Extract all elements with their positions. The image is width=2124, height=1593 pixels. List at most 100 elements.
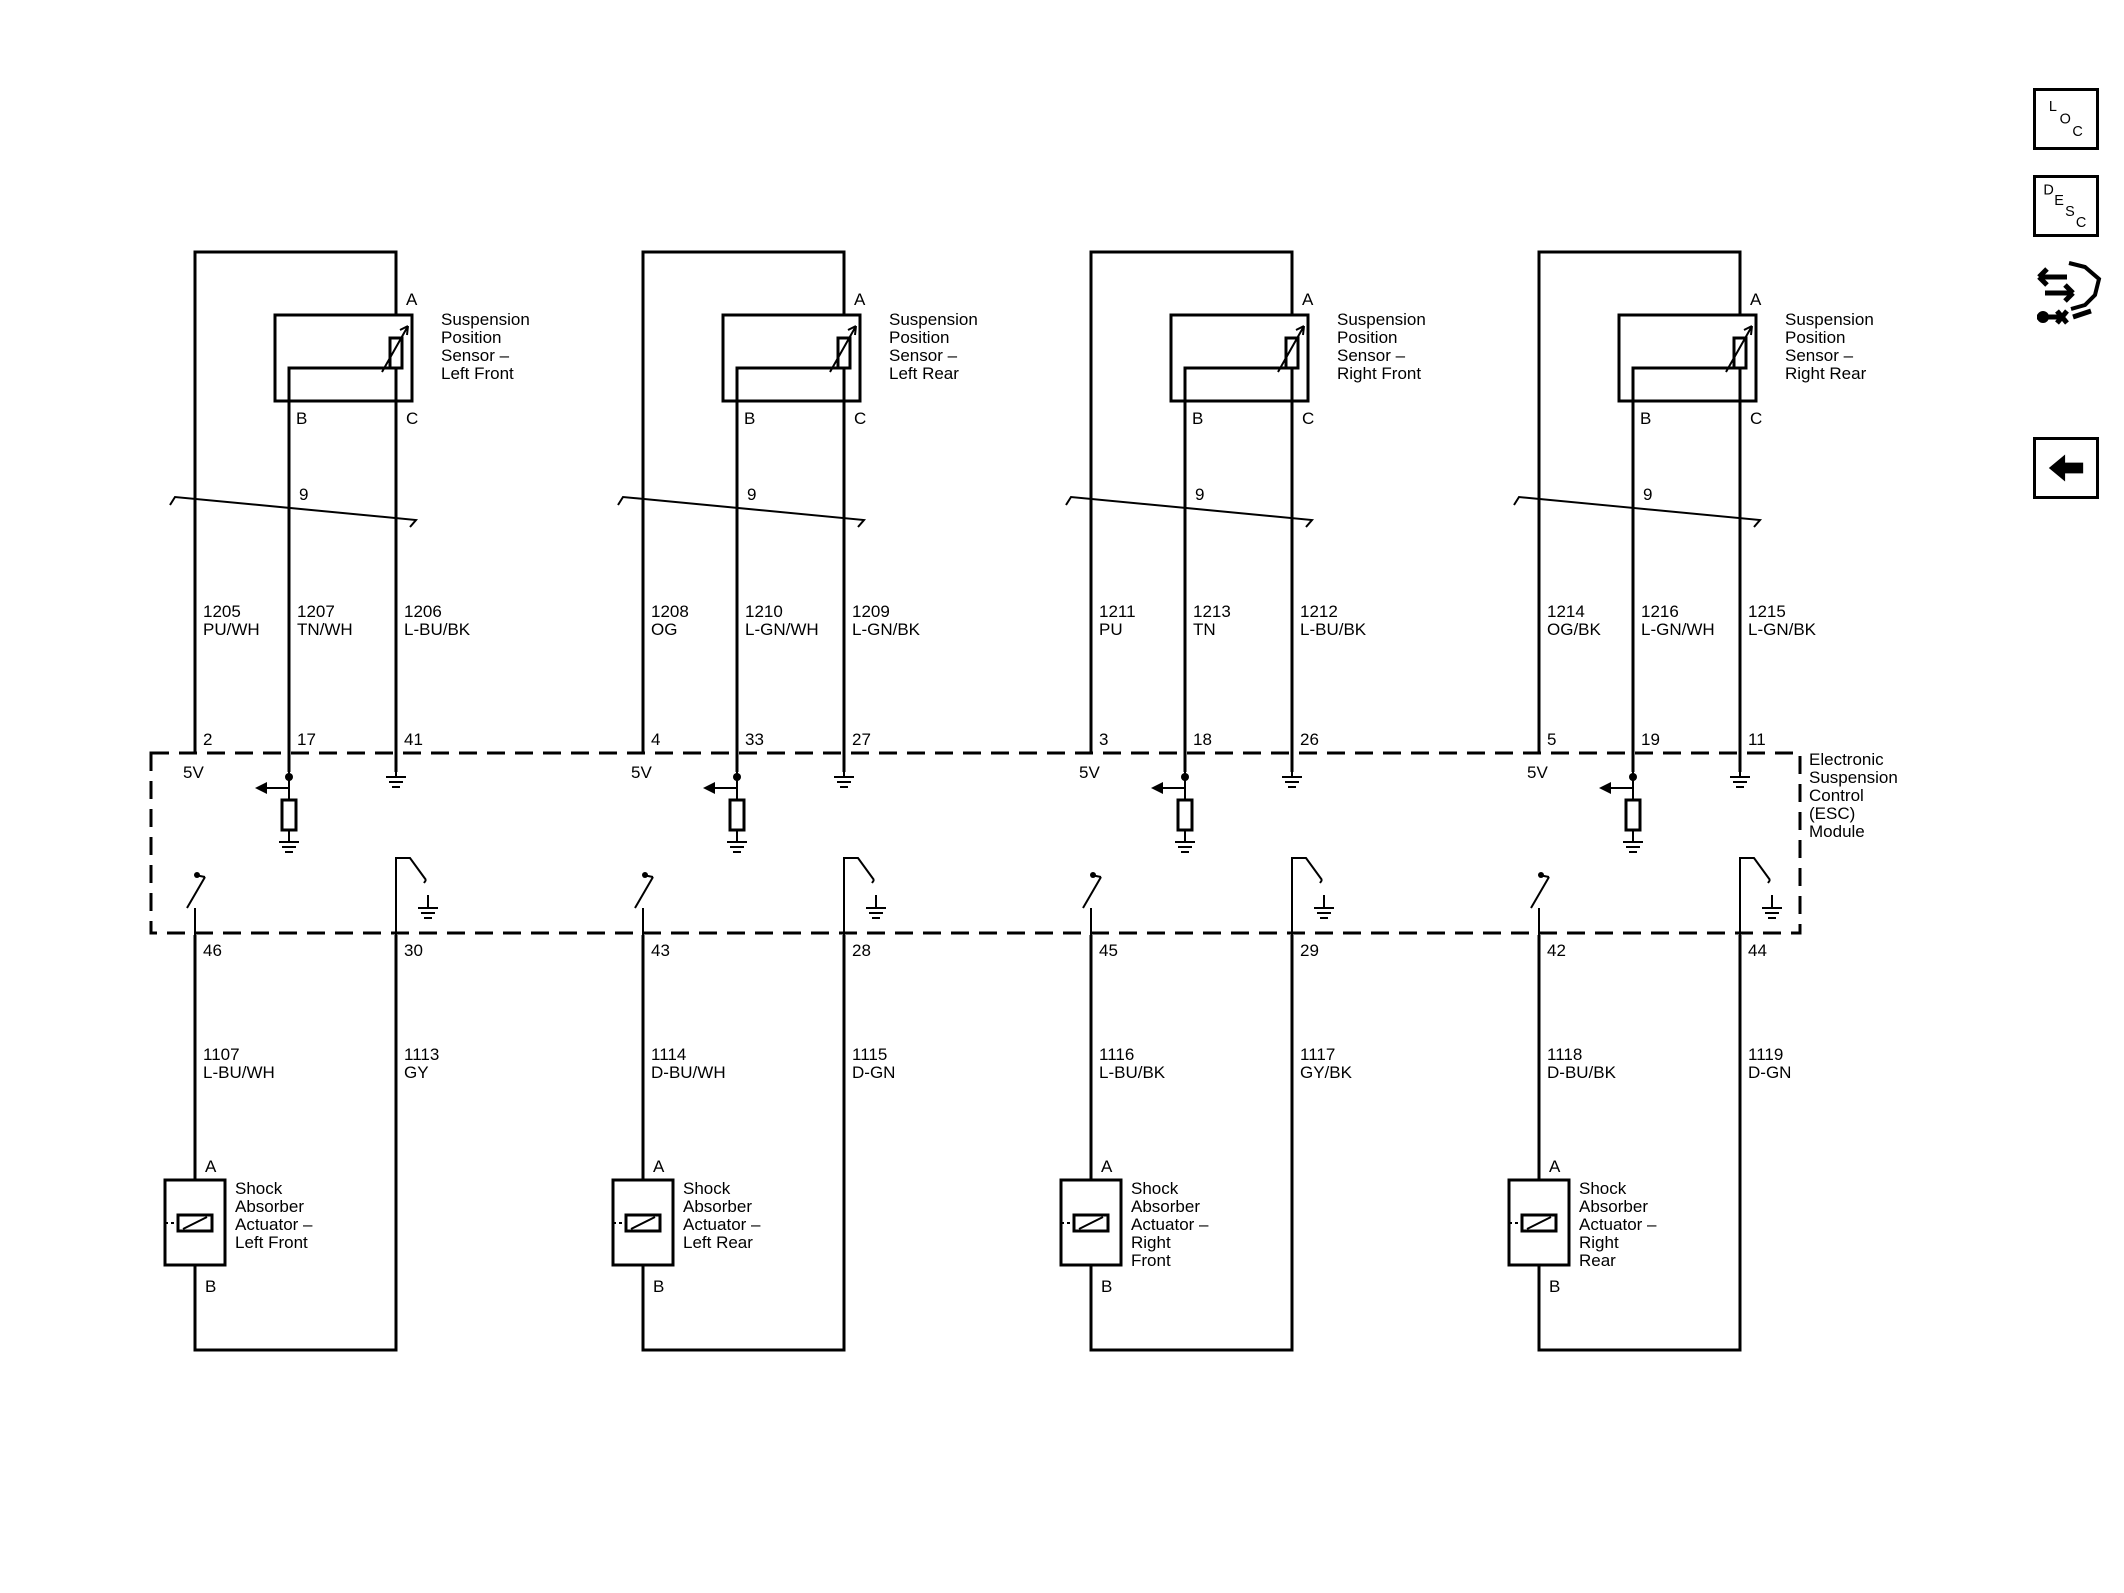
variable-resistor-arrow [1725, 325, 1753, 373]
actuator-pin-a: A [1101, 1157, 1113, 1176]
module-pin: 17 [297, 730, 316, 749]
circuit-number: 1212 [1300, 602, 1338, 621]
actuator-solenoid-slash [182, 1216, 208, 1230]
signal-arrow [1151, 782, 1163, 794]
actuator-solenoid-slash [1526, 1216, 1552, 1230]
wire-color: L-GN/WH [1641, 620, 1715, 639]
actuator-name-line: Right [1579, 1233, 1619, 1252]
desc-letter: S [2065, 204, 2075, 220]
sensor-pin-c: C [1750, 409, 1762, 428]
circuit-number: 1216 [1641, 602, 1679, 621]
sensor-pin-a: A [1302, 290, 1314, 309]
ground-symbol [1623, 841, 1643, 853]
module-pin: 18 [1193, 730, 1212, 749]
supply-label: 5V [1527, 763, 1548, 782]
module-pin: 28 [852, 941, 871, 960]
splice-pin: 9 [1643, 485, 1652, 504]
sensor-pin-a: A [854, 290, 866, 309]
switch-node [642, 872, 648, 878]
wire-color: TN/WH [297, 620, 353, 639]
module-pin: 11 [1748, 730, 1766, 749]
sensor-wiper [287, 366, 391, 400]
module-label-line: Electronic [1809, 750, 1884, 769]
pulldown-resistor [728, 798, 746, 832]
wire-color: PU/WH [203, 620, 260, 639]
wire-color: D-BU/WH [651, 1063, 726, 1082]
wire-color: GY/BK [1300, 1063, 1353, 1082]
module-pin: 27 [852, 730, 871, 749]
signal-arrow [255, 782, 267, 794]
sensor-name-line: Sensor – [441, 346, 510, 365]
sensor-pin-b: B [296, 409, 307, 428]
wire-color: L-BU/BK [404, 620, 471, 639]
actuator-name-line: Front [1131, 1251, 1171, 1270]
ground-symbol [834, 772, 854, 788]
pulldown-resistor [1176, 798, 1194, 832]
wire-color: L-BU/BK [1099, 1063, 1166, 1082]
module-label-line: Module [1809, 822, 1865, 841]
module-pin: 44 [1748, 941, 1767, 960]
desc-letter: E [2054, 193, 2064, 209]
pulldown-resistor [280, 798, 298, 832]
wire-supply [1537, 250, 1742, 752]
signal-arrow [703, 782, 715, 794]
actuator-pin-b: B [653, 1277, 664, 1296]
variable-resistor-arrow [381, 325, 409, 373]
sensor-name-line: Position [1337, 328, 1397, 347]
location-button[interactable]: L O C [2033, 88, 2099, 150]
wire-color: L-BU/BK [1300, 620, 1367, 639]
supply-label: 5V [631, 763, 652, 782]
loc-letter: L [2049, 99, 2057, 115]
ground-symbol [1730, 772, 1750, 788]
actuator-name-line: Right [1131, 1233, 1171, 1252]
switch-node [1090, 872, 1096, 878]
splice-dot [285, 773, 293, 781]
splice-dot [1629, 773, 1637, 781]
connector-wrench-icon[interactable] [2033, 255, 2105, 335]
circuit-number: 1211 [1099, 602, 1136, 621]
wire-color: D-GN [1748, 1063, 1791, 1082]
module-pin: 29 [1300, 941, 1319, 960]
sensor-name-line: Left Front [441, 364, 514, 383]
module-pin: 45 [1099, 941, 1118, 960]
actuator-name-line: Shock [235, 1179, 283, 1198]
low-side-switch [1739, 857, 1771, 935]
actuator-name-line: Shock [1579, 1179, 1627, 1198]
actuator-pin-a: A [1549, 1157, 1561, 1176]
description-button[interactable]: D E S C [2033, 175, 2099, 237]
switch-node [1538, 872, 1544, 878]
back-button[interactable] [2033, 437, 2099, 499]
sensor-name-line: Position [441, 328, 501, 347]
actuator-name-line: Absorber [683, 1197, 752, 1216]
actuator-pin-b: B [1101, 1277, 1112, 1296]
wire-color: D-BU/BK [1547, 1063, 1617, 1082]
harness-splice [169, 495, 419, 528]
module-pin: 46 [203, 941, 222, 960]
actuator-pin-b: B [205, 1277, 216, 1296]
sensor-pin-a: A [1750, 290, 1762, 309]
sensor-name-line: Sensor – [1785, 346, 1854, 365]
circuit-number: 1206 [404, 602, 442, 621]
module-pin: 30 [404, 941, 423, 960]
sensor-name-line: Suspension [441, 310, 530, 329]
back-arrow-icon [2048, 454, 2084, 482]
actuator-solenoid-slash [1078, 1216, 1104, 1230]
actuator-name-line: Actuator – [1579, 1215, 1657, 1234]
sensor-pin-b: B [1192, 409, 1203, 428]
sensor-wiper [1183, 366, 1287, 400]
harness-splice [617, 495, 867, 528]
sensor-name-line: Position [889, 328, 949, 347]
actuator-name-line: Actuator – [683, 1215, 761, 1234]
sensor-pin-a: A [406, 290, 418, 309]
loc-letter: O [2060, 112, 2071, 128]
variable-resistor-arrow [1277, 325, 1305, 373]
actuator-pin-a: A [653, 1157, 665, 1176]
actuator-name-line: Shock [1131, 1179, 1179, 1198]
loc-letter: C [2072, 124, 2082, 140]
pulldown-resistor [1624, 798, 1642, 832]
circuit-number: 1210 [745, 602, 783, 621]
low-side-switch [843, 857, 875, 935]
high-side-switch [1082, 874, 1102, 935]
desc-letter: D [2043, 182, 2053, 198]
